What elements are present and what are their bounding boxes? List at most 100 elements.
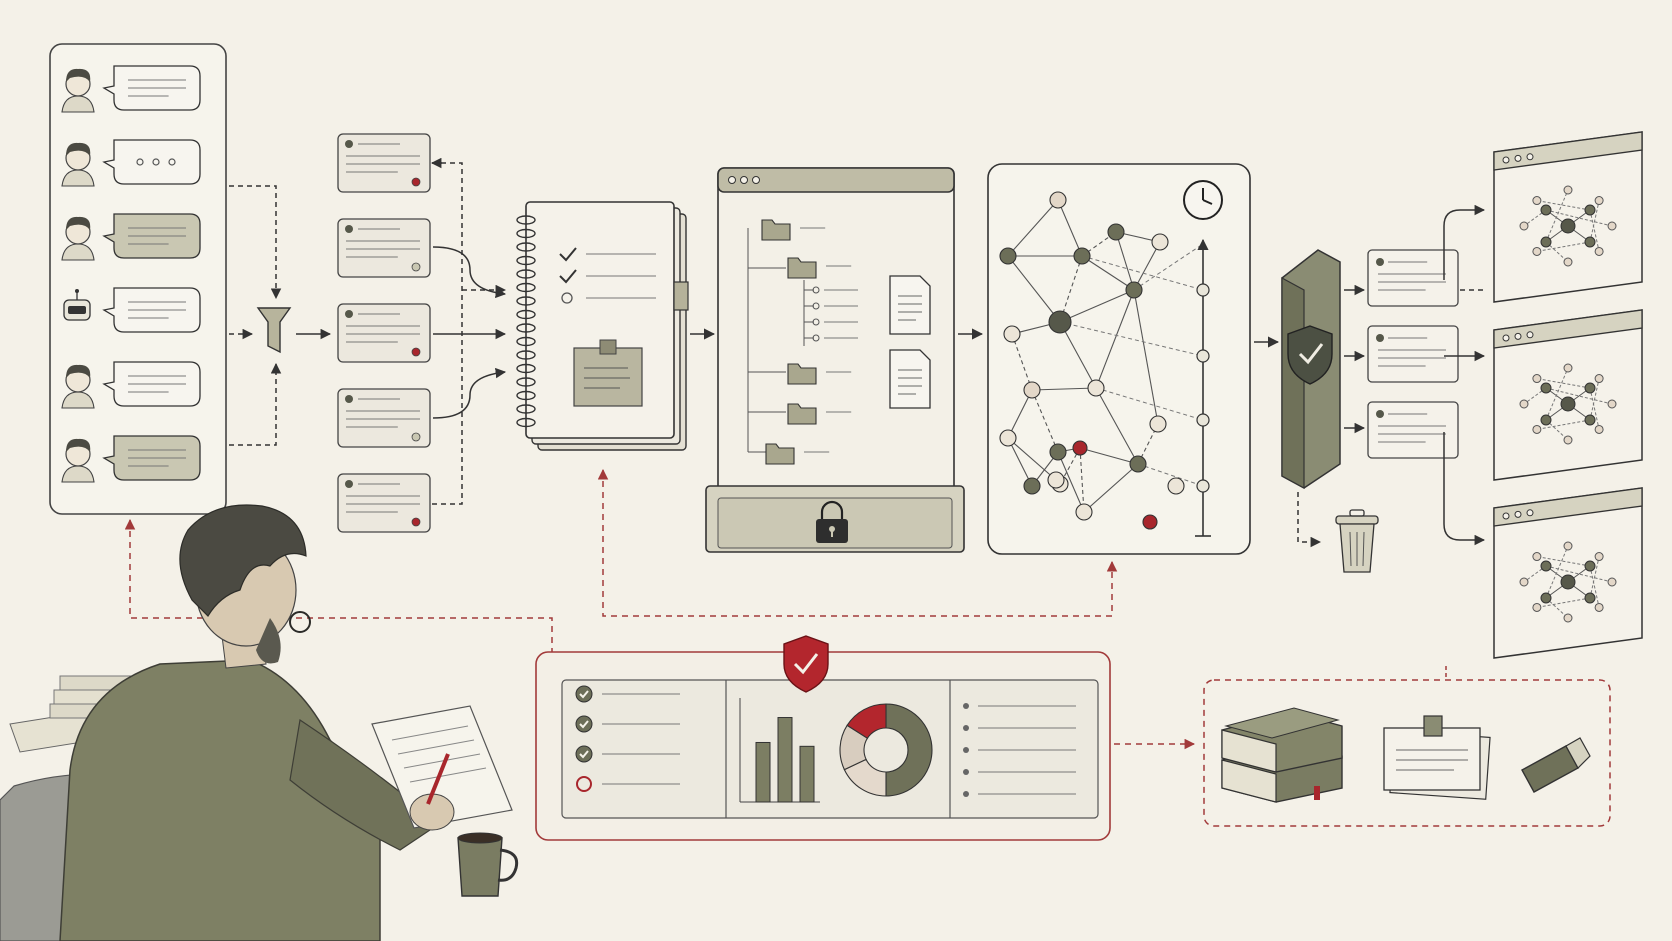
graph-node xyxy=(1049,443,1067,461)
output-node xyxy=(1594,374,1604,384)
graph-node xyxy=(1125,281,1143,299)
audit-list xyxy=(963,703,1076,797)
chat-bubble xyxy=(102,213,201,259)
graph-edge xyxy=(1095,387,1204,421)
file-tree xyxy=(747,219,858,465)
notes-connectors xyxy=(430,157,507,505)
check-circle-icon xyxy=(575,745,593,763)
person-icon xyxy=(61,68,95,113)
graph-edge xyxy=(1133,241,1161,291)
check-circle-icon xyxy=(575,685,593,703)
shield-connectors xyxy=(1297,284,1366,548)
audit-bar-chart xyxy=(739,698,820,803)
file-bullet xyxy=(812,286,820,294)
output-connectors xyxy=(1443,204,1486,546)
output-node xyxy=(1532,552,1542,562)
chat-bubble xyxy=(102,361,201,407)
audit-checklist xyxy=(575,685,680,792)
output-node xyxy=(1594,196,1604,206)
usb-drive-icon xyxy=(1521,737,1591,793)
robot-icon xyxy=(63,289,91,321)
approved-notes xyxy=(1367,249,1459,459)
graph-node xyxy=(1047,471,1065,489)
graph-edge xyxy=(1059,321,1204,357)
source-rows xyxy=(61,65,201,483)
output-node xyxy=(1584,236,1596,248)
book-stack-icon xyxy=(1221,707,1343,803)
clipped-papers-icon xyxy=(1383,715,1491,800)
timeline-tick xyxy=(1196,413,1210,427)
timeline-tick xyxy=(1196,479,1210,493)
check-icon xyxy=(559,247,577,262)
funnel-connectors xyxy=(229,185,332,446)
graph-node xyxy=(1151,233,1169,251)
notebook-checklist xyxy=(559,247,656,304)
output-node xyxy=(1594,246,1604,256)
output-node xyxy=(1563,185,1573,195)
empty-check-icon xyxy=(561,292,573,304)
graph-edge xyxy=(1007,389,1033,439)
output-node xyxy=(1563,363,1573,373)
timeline-ticks xyxy=(1196,283,1210,493)
output-node xyxy=(1532,246,1542,256)
timeline-tick xyxy=(1196,283,1210,297)
audit-bar xyxy=(755,741,771,803)
file-bullet xyxy=(812,334,820,342)
output-node xyxy=(1560,218,1576,234)
empty-circle-icon xyxy=(576,776,592,792)
check-icon xyxy=(559,269,577,284)
audit-bar xyxy=(777,717,793,803)
output-node xyxy=(1584,382,1596,394)
output-node xyxy=(1594,602,1604,612)
graph-edge xyxy=(1095,289,1135,389)
note-card xyxy=(337,303,431,363)
graph-edge xyxy=(1115,231,1135,291)
output-node xyxy=(1584,414,1596,426)
person-icon xyxy=(61,142,95,187)
output-windows xyxy=(1493,131,1643,659)
graph-edge xyxy=(1011,333,1033,391)
chat-bubble xyxy=(102,435,201,481)
shield-check-icon xyxy=(1287,325,1333,385)
output-node xyxy=(1532,196,1542,206)
person-icon xyxy=(61,216,95,261)
output-node xyxy=(1563,613,1573,623)
graph-node xyxy=(1072,440,1088,456)
note-card xyxy=(337,133,431,193)
source-row xyxy=(61,435,201,483)
graph-node xyxy=(1003,325,1021,343)
output-window xyxy=(1493,131,1643,303)
output-node xyxy=(1519,221,1529,231)
list-bullet xyxy=(963,769,969,775)
graph-node xyxy=(1129,455,1147,473)
graph-edge xyxy=(1007,255,1061,323)
note-card xyxy=(337,388,431,448)
audit-panel xyxy=(535,635,1111,841)
audit-donut-chart xyxy=(839,703,933,797)
file-vault xyxy=(705,167,965,553)
output-node xyxy=(1584,560,1596,572)
output-node xyxy=(1519,399,1529,409)
funnel-icon xyxy=(256,307,292,354)
output-node xyxy=(1563,435,1573,445)
graph-node xyxy=(1023,477,1041,495)
donut-segment xyxy=(846,703,887,739)
output-node xyxy=(1532,424,1542,434)
graph-node xyxy=(1142,514,1158,530)
reviewer-illustration xyxy=(0,504,519,941)
sources-panel xyxy=(49,43,227,515)
output-node xyxy=(1594,552,1604,562)
graph-node xyxy=(1107,223,1125,241)
graph-node xyxy=(1167,477,1185,495)
knowledge-graph xyxy=(987,163,1251,555)
folder-icon xyxy=(787,403,817,425)
output-node xyxy=(1532,374,1542,384)
output-node xyxy=(1584,204,1596,216)
graph-edge xyxy=(1031,389,1059,453)
check-circle-icon xyxy=(575,715,593,733)
output-node xyxy=(1594,424,1604,434)
person-icon xyxy=(61,364,95,409)
output-node xyxy=(1560,574,1576,590)
output-window xyxy=(1493,487,1643,659)
approved-note xyxy=(1367,401,1459,459)
